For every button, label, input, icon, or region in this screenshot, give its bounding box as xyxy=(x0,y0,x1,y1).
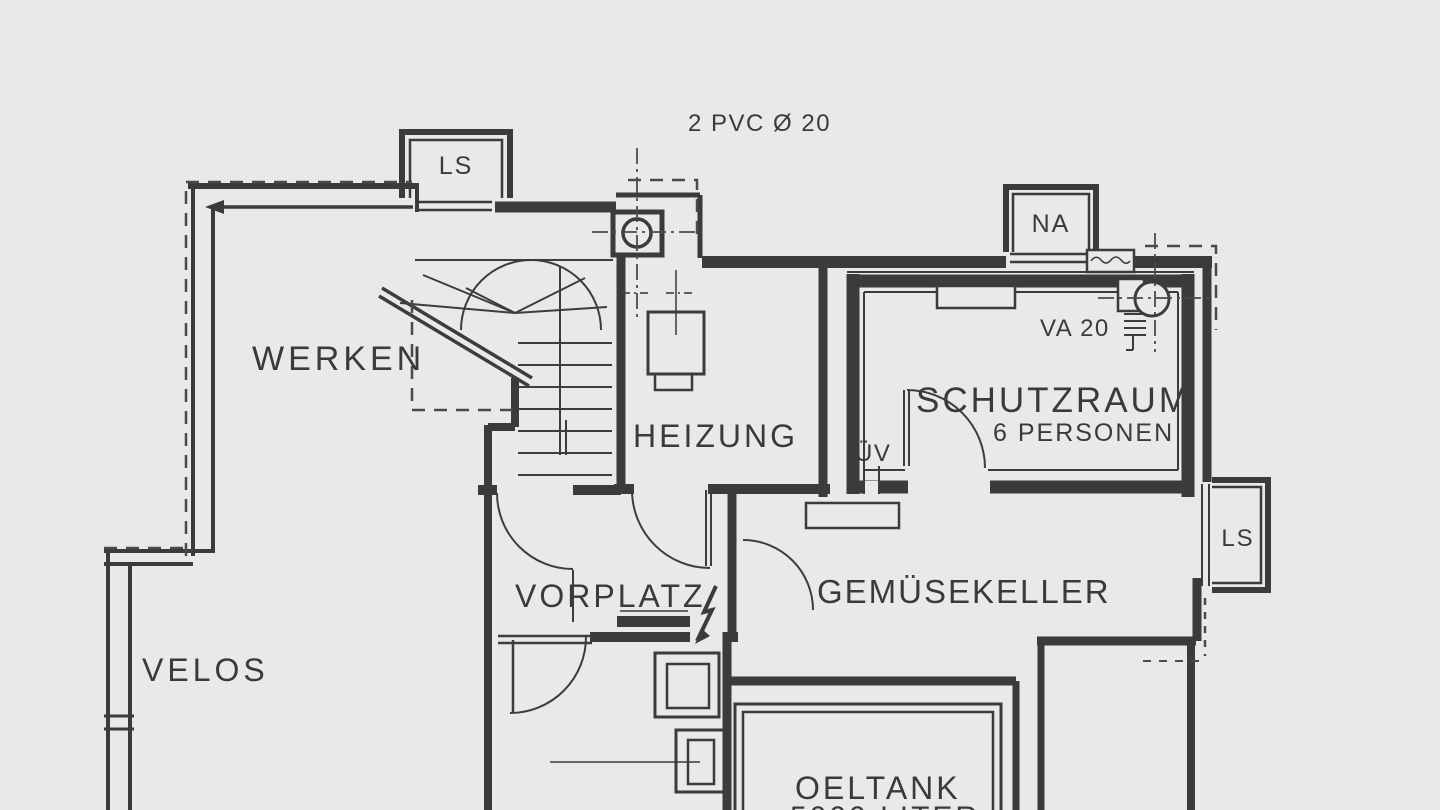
room-label-oeltank: OELTANK xyxy=(795,770,961,806)
label-oeltank-capacity: 5000 LITER xyxy=(790,801,980,810)
stair-direction-arrow-icon xyxy=(205,200,224,214)
room-label-schutzraum: SCHUTZRAUM xyxy=(916,381,1191,420)
oil-tank xyxy=(733,702,1003,810)
centerlines xyxy=(592,148,1213,352)
room-label-heizung: HEIZUNG xyxy=(633,418,798,454)
stair-ramp xyxy=(381,286,533,380)
label-ls-right: LS xyxy=(1221,525,1254,552)
door-heizung xyxy=(631,489,712,569)
room-label-velos: VELOS xyxy=(142,652,269,688)
annotation-pvc: 2 PVC Ø 20 xyxy=(688,110,831,137)
uv-penetration xyxy=(863,466,880,494)
door-gemuesekeller xyxy=(742,539,814,611)
light-shafts xyxy=(399,129,1271,593)
label-schutzraum-capacity: 6 PERSONEN xyxy=(993,419,1174,447)
sump-pit xyxy=(653,651,721,719)
dashed-lines xyxy=(104,178,1218,662)
light-shaft-top xyxy=(399,129,513,198)
room-label-vorplatz: VORPLATZ xyxy=(515,578,706,614)
electric-feed-icon xyxy=(695,585,718,644)
ventilation-unit-icon xyxy=(1133,280,1171,318)
shelter-vent xyxy=(935,284,1017,310)
emergency-exit-shaft xyxy=(1003,184,1099,252)
fixtures xyxy=(550,209,1171,810)
floor-fixture xyxy=(674,728,726,794)
door-tankroom xyxy=(498,634,592,714)
annotation-uv: ÜV xyxy=(855,440,891,467)
room-label-gemuesekeller: GEMÜSEKELLER xyxy=(817,573,1111,610)
annotation-va20: VA 20 xyxy=(1040,315,1110,342)
doors xyxy=(496,389,986,714)
door-threshold xyxy=(617,616,690,627)
label-ls-top: LS xyxy=(439,152,474,180)
shelf xyxy=(804,501,901,530)
light-shaft-right xyxy=(1212,477,1271,593)
va20-valve xyxy=(1116,277,1171,351)
door-schutzraum xyxy=(903,389,986,469)
walls xyxy=(104,183,1212,810)
label-na: NA xyxy=(1032,210,1071,238)
room-label-werken: WERKEN xyxy=(252,340,425,378)
stair-winder-arc xyxy=(460,259,602,331)
door-vorplatz xyxy=(496,492,574,622)
staircase xyxy=(205,200,613,476)
